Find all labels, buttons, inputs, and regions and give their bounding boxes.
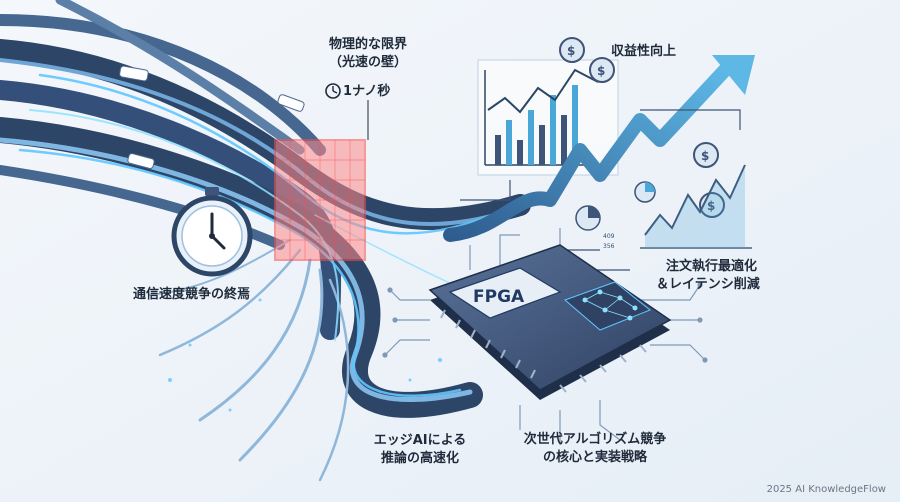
light-speed-barrier	[274, 100, 369, 261]
stopwatch-icon	[171, 187, 253, 277]
clock-icon	[325, 83, 341, 99]
line-chart-panel	[640, 164, 752, 249]
physical-limit-line1: 物理的な限界	[328, 37, 407, 52]
pie-chart-icon	[575, 181, 656, 231]
footer-credit: 2025 AI KnowledgeFlow	[766, 484, 886, 495]
fpga-label: FPGA	[473, 287, 525, 307]
svg-text:$: $	[567, 44, 575, 58]
fiber-connectors	[119, 65, 305, 170]
svg-text:$: $	[707, 199, 715, 213]
profit-up-label: 収益性向上	[611, 44, 677, 59]
algo-line1: 次世代アルゴリズム競争	[523, 432, 667, 447]
algo-line2: の核心と実装戦略	[542, 450, 647, 465]
svg-text:$: $	[597, 64, 605, 78]
physical-limit-line2: （光速の壁）	[328, 55, 407, 70]
edge-ai-line1: エッジAIによる	[373, 433, 467, 448]
order-opt-line2: ＆レイテンシ削減	[656, 277, 760, 292]
profit-up-arrow	[443, 55, 755, 242]
mini-value-1: 409	[603, 233, 615, 240]
edge-ai-line2: 推論の高速化	[380, 451, 459, 466]
order-opt-line1: 注文執行最適化	[666, 259, 758, 274]
mini-value-2: 356	[603, 243, 615, 250]
svg-text:$: $	[701, 149, 709, 163]
nanosecond-label: 1ナノ秒	[343, 84, 391, 99]
speed-race-end-label: 通信速度競争の終焉	[133, 287, 251, 302]
sparkle-dots	[168, 298, 442, 412]
neural-net-icon	[564, 281, 651, 331]
